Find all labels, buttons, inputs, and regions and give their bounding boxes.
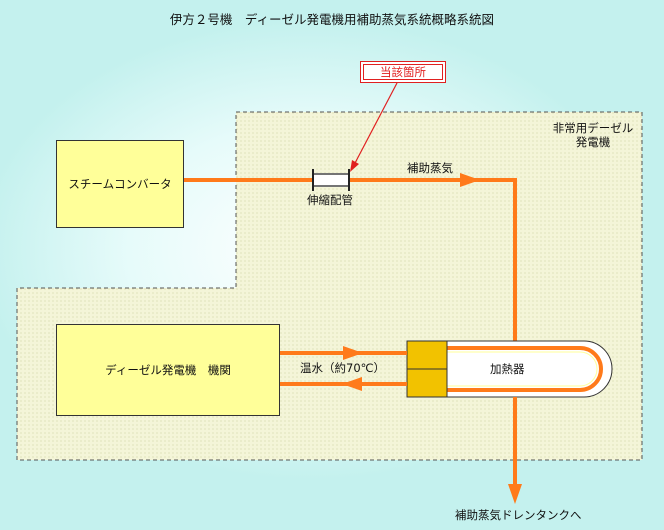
expansion-joint bbox=[312, 169, 350, 191]
callout-label: 当該箇所 bbox=[363, 64, 443, 80]
callout-arrow-line bbox=[353, 82, 398, 166]
emergency-generator-line2: 発電機 bbox=[575, 135, 611, 150]
steam-converter-label: スチームコンバータ bbox=[68, 177, 172, 191]
diagram-title: 伊方２号機 ディーゼル発電機用補助蒸気系統概略系統図 bbox=[169, 12, 495, 27]
heater-header-bottom bbox=[406, 368, 448, 398]
heater-u-tube bbox=[446, 346, 603, 392]
expansion-joint-label: 伸縮配管 bbox=[307, 193, 353, 207]
drain-label: 補助蒸気ドレンタンクへ bbox=[455, 508, 582, 522]
heater-label: 加熱器 bbox=[490, 362, 525, 376]
warm-water-return-arrow bbox=[342, 377, 362, 391]
warm-water-supply-arrow bbox=[343, 346, 363, 360]
emergency-generator-label: 非常用デーゼル 発電機 bbox=[548, 121, 638, 150]
callout-box: 当該箇所 bbox=[360, 61, 446, 83]
emergency-generator-line1: 非常用デーゼル bbox=[552, 121, 634, 135]
heater-body bbox=[439, 340, 613, 398]
aux-steam-label: 補助蒸気 bbox=[407, 161, 453, 175]
warm-water-label: 温水（約70℃） bbox=[300, 361, 386, 375]
drain-arrow bbox=[508, 484, 522, 504]
steam-converter-box: スチームコンバータ bbox=[56, 140, 184, 228]
callout-arrow-head bbox=[350, 160, 359, 172]
diesel-engine-label: ディーゼル発電機 機関 bbox=[105, 363, 231, 377]
heater-header-top bbox=[406, 340, 448, 370]
steam-flow-arrow bbox=[460, 173, 480, 187]
heater-u-tube-inner bbox=[446, 351, 598, 387]
diesel-engine-box: ディーゼル発電機 機関 bbox=[56, 324, 280, 416]
